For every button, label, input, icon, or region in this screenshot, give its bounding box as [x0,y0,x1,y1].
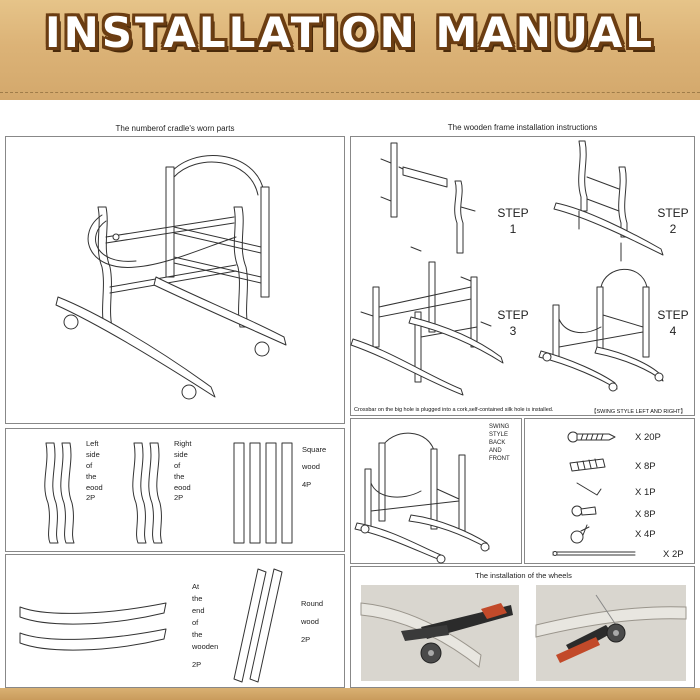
step-3-drawing [350,246,504,396]
hex-key-icon [576,482,602,496]
caster-wheel-icon [570,524,590,544]
crossbar-note: Crossbar on the big hole is plugged into… [354,407,554,413]
step-4-drawing [538,268,664,392]
step-2-drawing [553,140,664,262]
right-section-caption: The wooden frame installation instructio… [447,123,598,132]
swing-style-note: 【SWING STYLE LEFT AND RIGHT】 [591,409,686,415]
wheels-caption: The installation of the wheels [475,571,572,580]
step-1-drawing [380,142,476,254]
left-section-caption: The numberof cradle's worn parts [115,124,235,133]
round-wood-pieces [233,568,283,683]
dowel-quantity: X 8P [635,461,656,472]
assembled-cradle-panel [5,136,345,424]
left-side-pieces [44,442,75,544]
banner-title: INSTALLATION MANUAL [45,8,655,57]
screw-icon [567,431,616,443]
rocker-parts-drawing [19,568,283,683]
banner: INSTALLATION MANUAL [0,0,700,100]
long-bolt-icon [552,551,636,556]
caster-quantity: X 4P [635,529,656,540]
side-parts-drawing [44,442,293,544]
assembled-cradle-drawing [55,155,287,400]
bolt-icon [571,505,597,517]
hardware-drawing [552,431,636,556]
right-side-pieces [132,442,163,544]
wheel-install-photo-1 [360,585,519,681]
hex-key-quantity: X 1P [635,487,656,498]
rocker-pieces [19,602,167,651]
bolt-quantity: X 8P [635,509,656,520]
banner-stitch-line [0,92,700,93]
swing-cradle-drawing [354,432,490,564]
bottom-bar [0,688,700,700]
wheel-install-photo-2 [535,585,687,681]
screw-quantity: X 20P [635,432,661,443]
square-wood-pieces [233,442,293,544]
long-bolt-quantity: X 2P [663,549,684,560]
dowel-icon [569,458,606,472]
wheels-panel: The installation of the wheels [350,566,695,688]
hardware-panel: X 20P X 8P X 1P X 8P X 4P X 2P [524,418,695,564]
steps-drawing [350,140,664,396]
